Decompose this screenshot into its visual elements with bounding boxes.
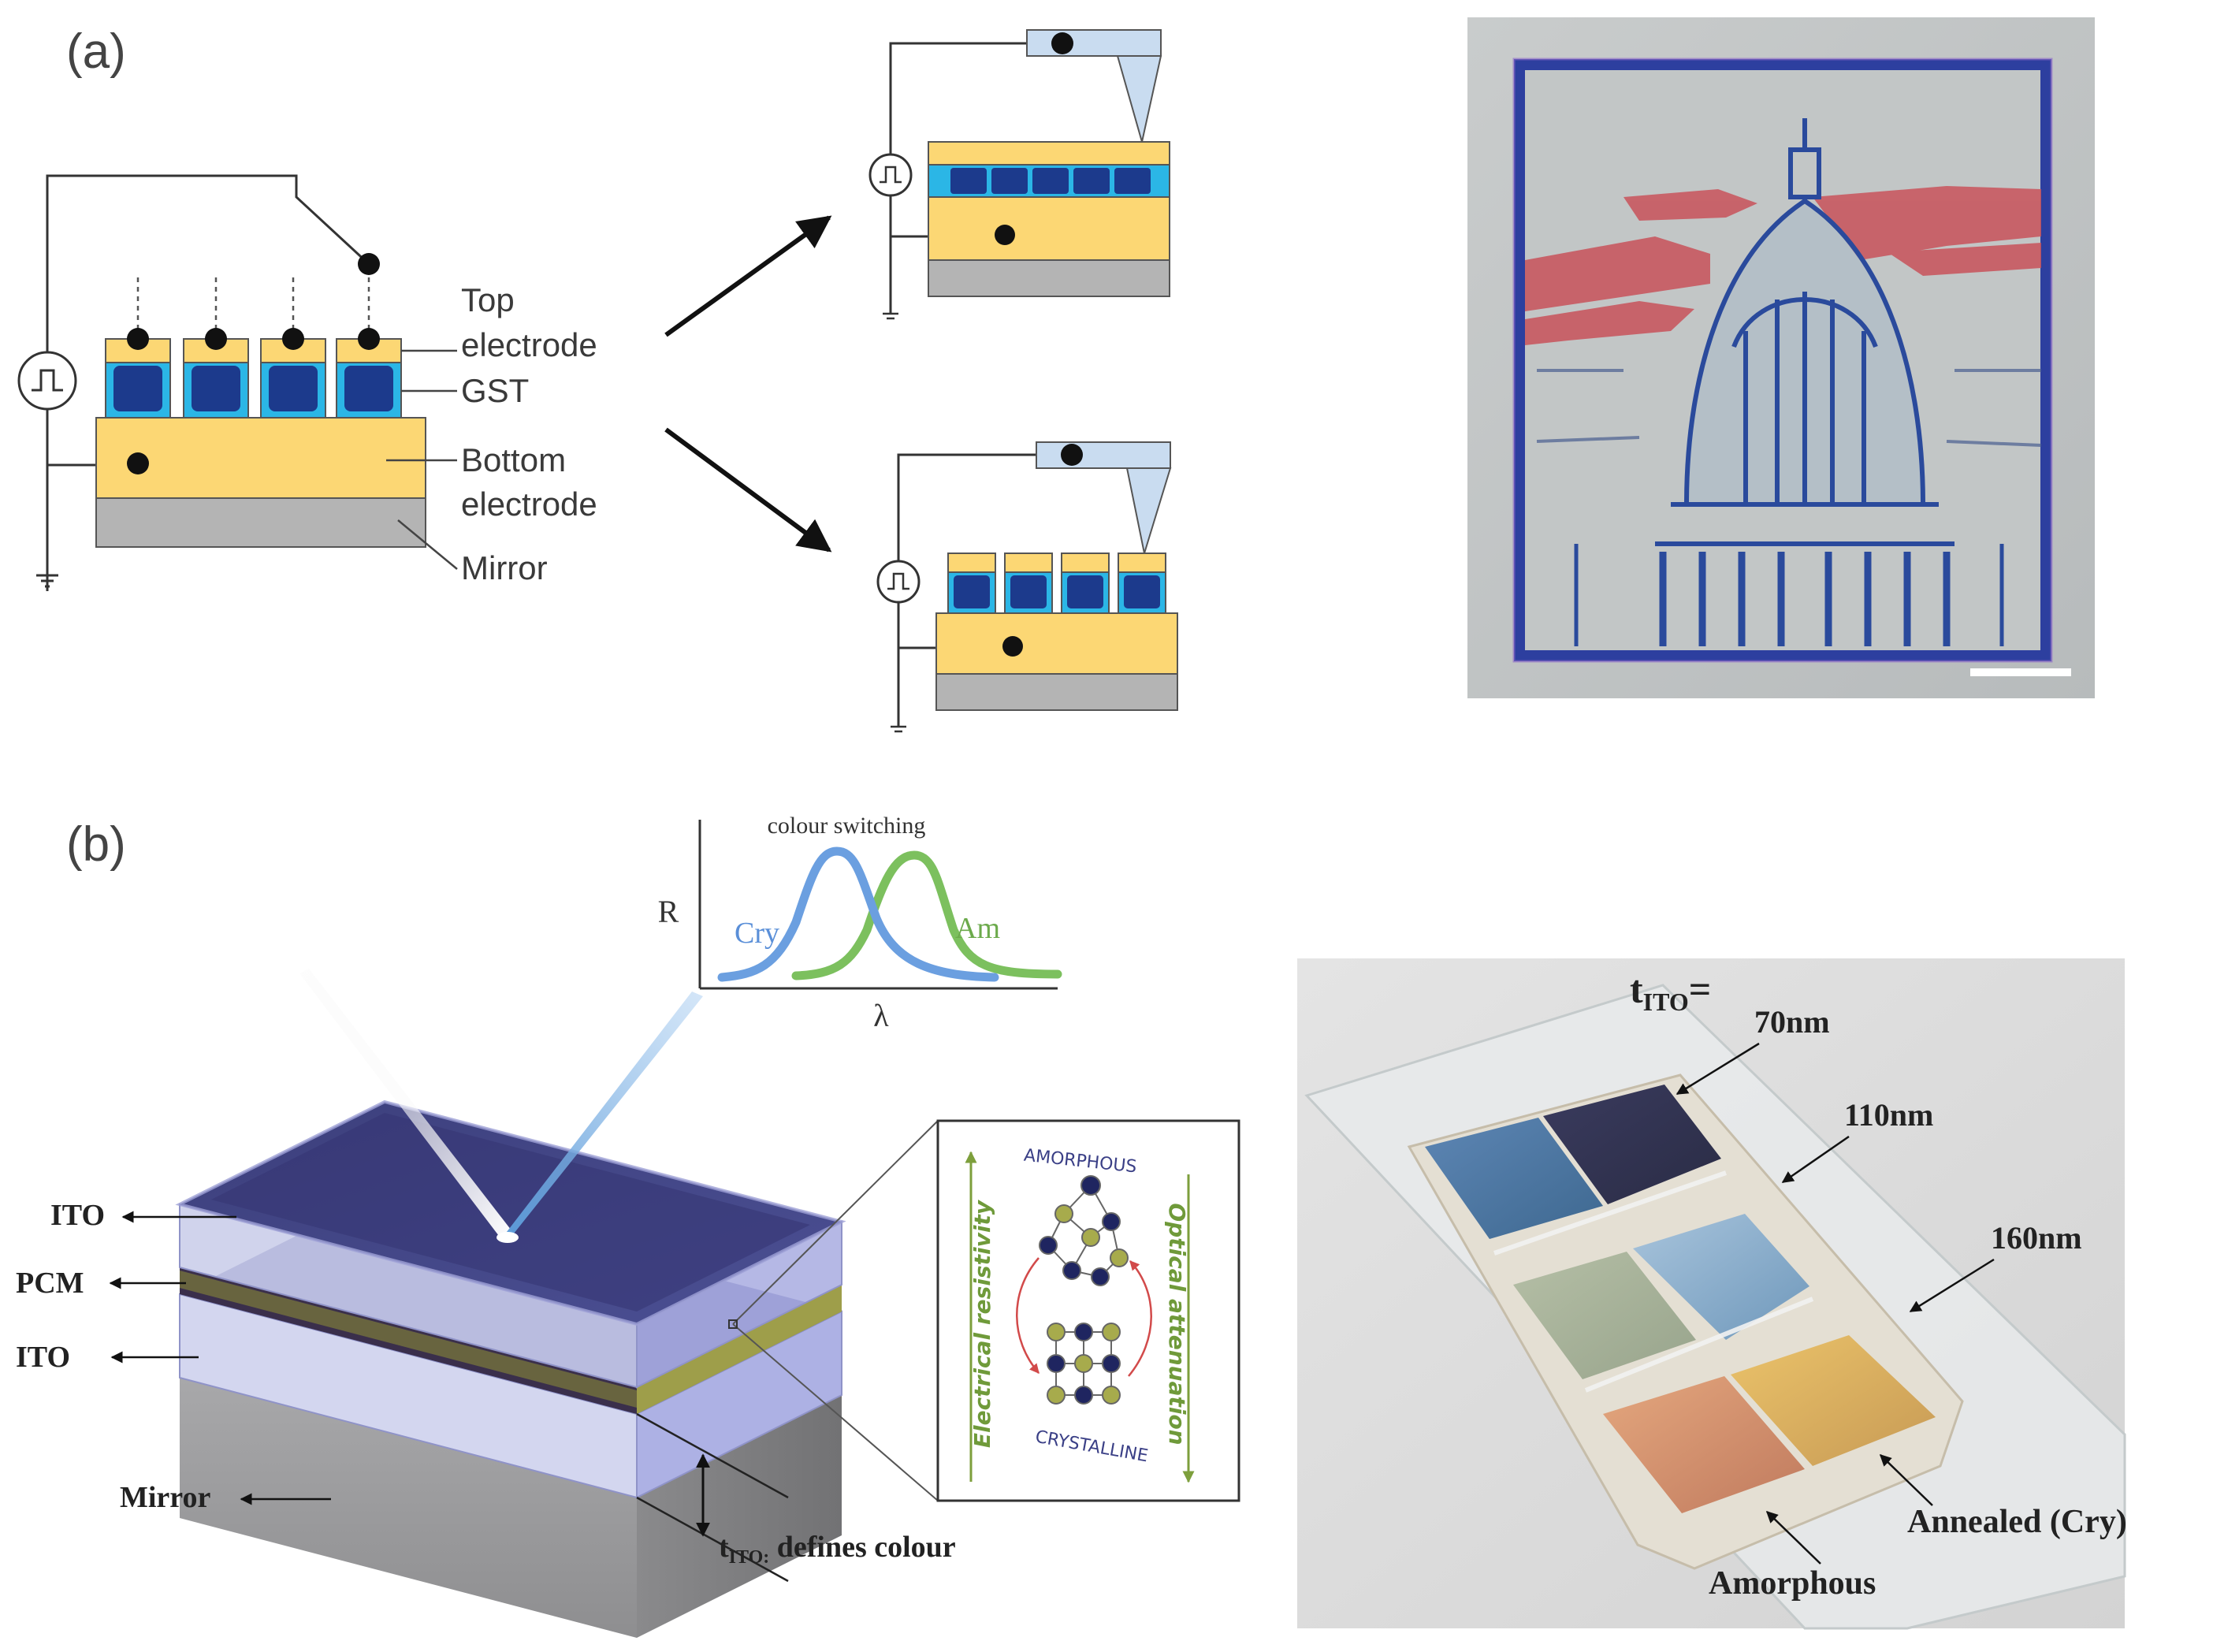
crystallise-arrow (1016, 1257, 1040, 1374)
gst-pixels (105, 328, 402, 419)
photo-t-label: tITO= (1630, 967, 1711, 1016)
spectrum-title: colour switching (768, 813, 926, 839)
sample-160nm-right (1731, 1335, 1936, 1466)
annealed-label: Annealed (Cry) (1907, 1504, 2127, 1540)
thickness-110-label: 110nm (1844, 1097, 1933, 1133)
resistivity-label: Electrical resistivity (969, 1199, 995, 1448)
mirror-block-front (180, 1378, 637, 1638)
panel-a-label: (a) (66, 24, 126, 79)
mirror-layer-label: Mirror (120, 1481, 210, 1514)
dome-silhouette (1655, 118, 1955, 546)
spectrum-x-label: λ (873, 998, 889, 1033)
cry-curve (717, 846, 999, 982)
arrow-to-lower-state (664, 427, 832, 553)
mirror-layer (95, 497, 426, 548)
bottom-electrode-label-2: electrode (461, 486, 597, 523)
upper-state-device (868, 29, 1170, 320)
am-curve (791, 850, 1062, 980)
reflected-beam (501, 992, 703, 1239)
main-device-stack (95, 328, 426, 548)
amorphous-structure (1039, 1175, 1129, 1286)
colonnade (1574, 544, 2004, 646)
am-label: Am (955, 912, 1000, 945)
bottom-electrode-label-1: Bottom (461, 441, 566, 478)
arrow-to-upper-state (664, 215, 832, 337)
cry-label: Cry (735, 917, 779, 950)
bottom-electrode-layer (95, 417, 426, 499)
mirror-label: Mirror (461, 549, 548, 586)
gst-label: GST (461, 372, 529, 409)
dome-photograph (1467, 17, 2095, 698)
pcm-side (637, 1285, 842, 1414)
thickness-160-label: 160nm (1991, 1220, 2082, 1256)
sample-70nm-left (1425, 1118, 1603, 1239)
mirror-block-side (637, 1395, 842, 1638)
attenuation-label: Optical attenuation (1164, 1203, 1190, 1445)
colour-sample-photograph: tITO= 70nm 110nm 160nm Annealed (Cry) Am… (1297, 958, 2127, 1630)
phase-change-inset: Electrical resistivity Optical attenuati… (936, 1119, 1240, 1502)
top-electrode-label-1: Top (461, 281, 515, 318)
red-sky-bands (1525, 186, 2041, 345)
spectrum-y-label: R (658, 894, 679, 929)
bottom-ito-side (636, 1310, 842, 1499)
thickness-70-label: 70nm (1754, 1004, 1830, 1040)
callout-lines (386, 349, 458, 570)
pcm-front-tint (180, 1271, 637, 1408)
layer-stack-3d: tITO: defines colour (175, 969, 956, 1638)
panel-b: (b) colour switching R λ Cry Am (16, 813, 2127, 1638)
ito-bottom-label: ITO (16, 1341, 70, 1374)
lower-state-device (876, 441, 1178, 733)
sample-160nm-left (1603, 1376, 1805, 1513)
crystalline-structure (1047, 1323, 1121, 1405)
scale-bar (1970, 668, 2071, 676)
main-ground-icon (36, 574, 58, 588)
sample-70nm-right (1543, 1085, 1721, 1204)
probe-contact (358, 253, 380, 275)
ito-top-label: ITO (50, 1199, 105, 1232)
panel-b-label: (b) (66, 817, 126, 872)
panel-a: (a) (17, 17, 2095, 733)
dashed-wires (136, 277, 370, 339)
layer-labels: ITO PCM ITO Mirror (16, 1199, 331, 1514)
thickness-label: tITO: defines colour (719, 1531, 956, 1568)
sample-110nm-right (1633, 1214, 1809, 1340)
main-pulse-source (17, 351, 77, 411)
spectrum-plot: colour switching R λ Cry Am (658, 813, 1062, 1033)
amorphous-photo-label: Amorphous (1709, 1565, 1876, 1602)
amorphise-arrow (1128, 1260, 1152, 1377)
incident-beam (299, 969, 514, 1239)
top-electrode-label-2: electrode (461, 326, 597, 363)
sample-110nm-left (1513, 1252, 1696, 1379)
pcm-label: PCM (16, 1267, 84, 1300)
